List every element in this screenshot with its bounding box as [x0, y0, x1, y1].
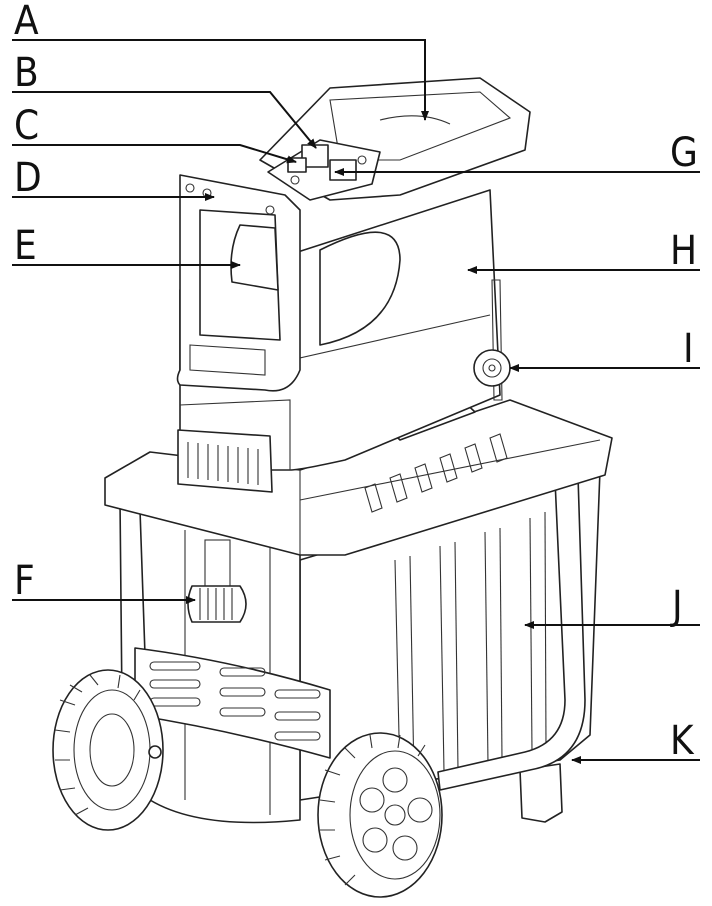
adjustment-knob — [187, 539, 247, 623]
hopper-window — [319, 231, 401, 346]
motor-vent-cover — [134, 647, 331, 759]
frame-tube-right — [437, 475, 586, 791]
machine-illustration — [52, 77, 613, 898]
callout-lines — [12, 39, 700, 764]
label-h: H — [670, 228, 697, 274]
label-j: J — [670, 583, 683, 629]
left-wheel — [52, 669, 164, 831]
deck-grip-slots — [364, 433, 508, 513]
label-g: G — [670, 130, 698, 176]
callout-labels: A B C D E F G H I J K — [14, 0, 698, 764]
clamp-knob — [473, 279, 511, 401]
hopper-grille — [177, 429, 273, 493]
label-e: E — [14, 223, 37, 269]
label-d: D — [14, 155, 42, 201]
feed-chute — [230, 224, 279, 291]
label-k: K — [670, 718, 695, 764]
label-i: I — [683, 326, 694, 372]
label-f: F — [14, 558, 35, 604]
right-wheel — [317, 732, 443, 898]
callout-line-c — [12, 144, 297, 164]
rear-foot — [519, 763, 563, 823]
callout-line-b — [12, 91, 317, 149]
label-b: B — [14, 50, 39, 96]
label-c: C — [14, 103, 39, 149]
label-a: A — [14, 0, 39, 44]
callout-line-a — [12, 39, 429, 121]
